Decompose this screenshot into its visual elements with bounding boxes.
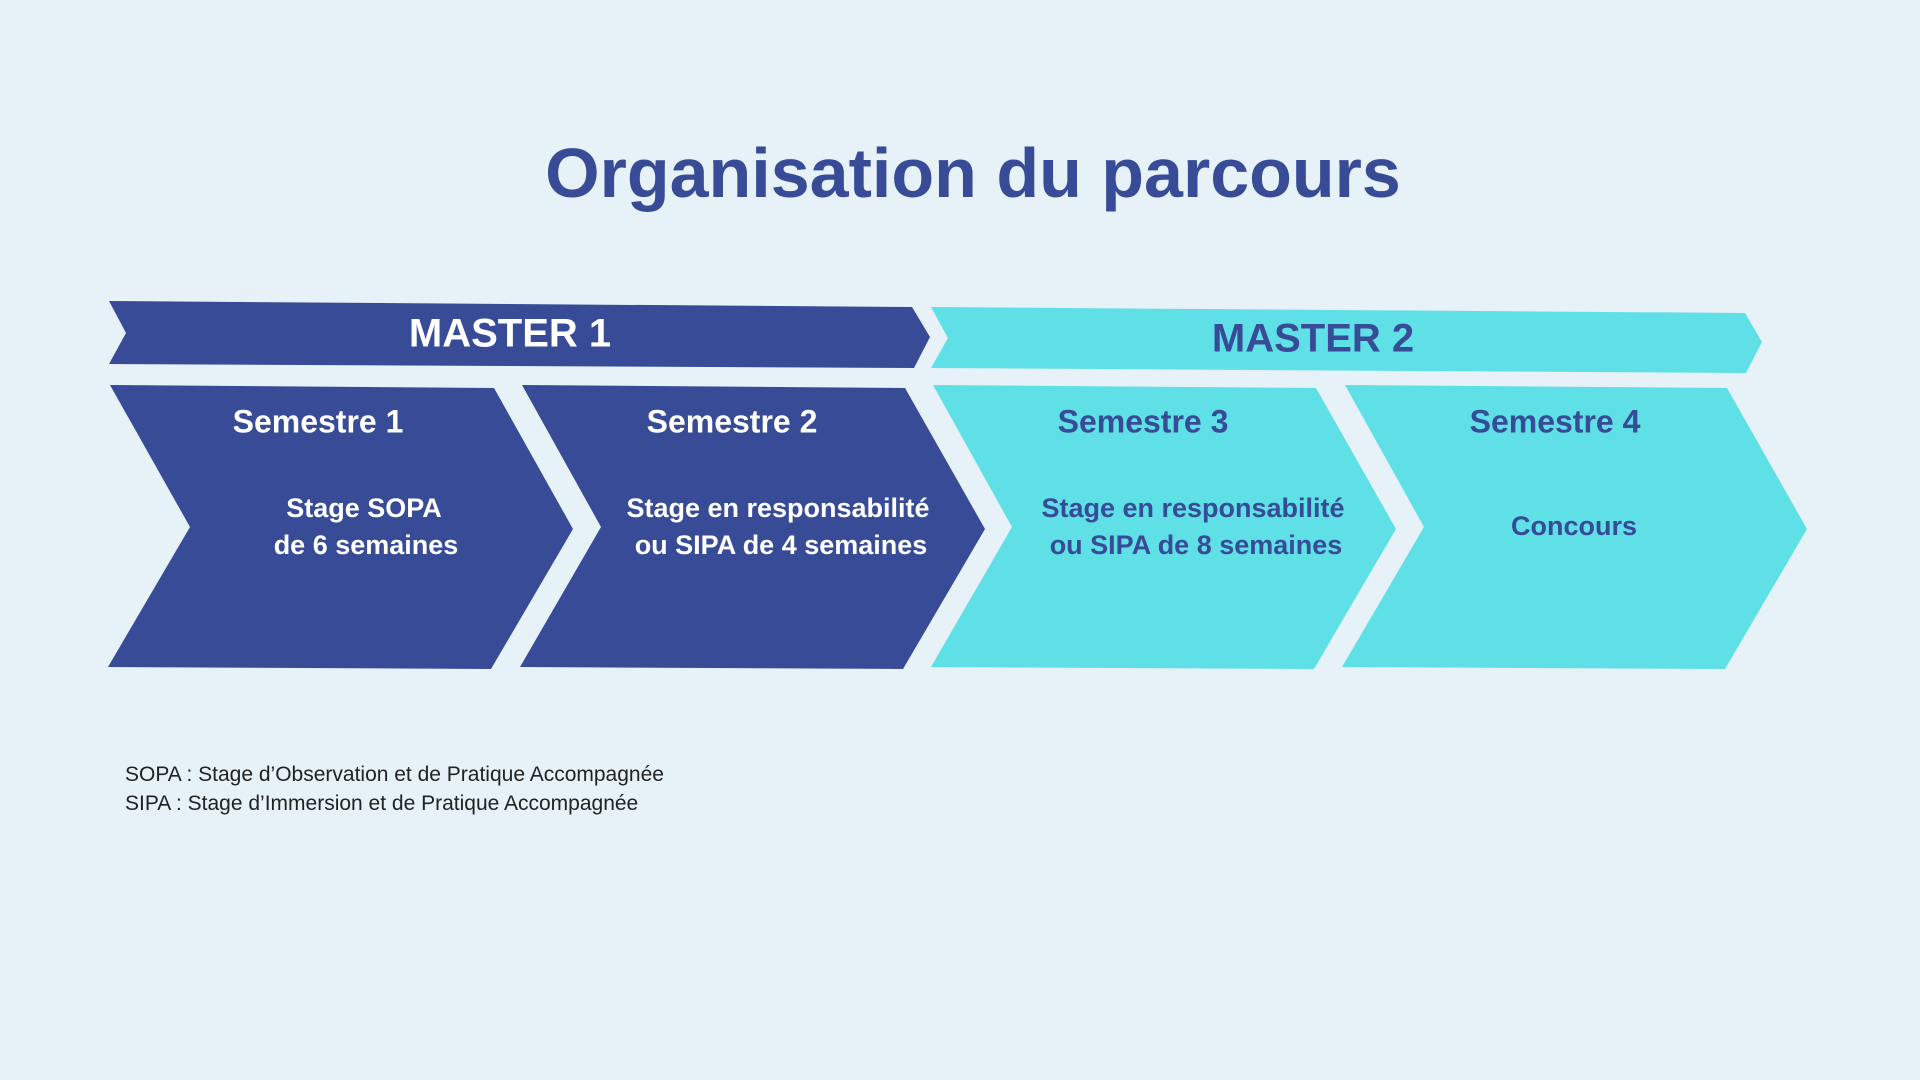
semester-3-description-line-2: ou SIPA de 8 semaines [1050,530,1343,560]
semester-3-shape [931,385,1396,669]
semester-4-shape [1342,385,1807,669]
semester-3: Semestre 3 Stage en responsabilité ou SI… [931,385,1396,669]
semester-4-description-line-1: Concours [1511,511,1637,541]
semester-4-title: Semestre 4 [1470,403,1641,439]
legend-item-sopa: SOPA : Stage d’Observation et de Pratiqu… [125,763,664,786]
banner-master-1: MASTER 1 [109,301,930,368]
semester-1-description-line-1: Stage SOPA [286,493,442,523]
semester-1-shape [108,385,573,669]
banner-master-2-shape [931,307,1762,373]
page-title: Organisation du parcours [545,134,1401,212]
banner-master-1-shape [109,301,930,368]
banner-master-1-label: MASTER 1 [409,312,611,356]
semester-2-description-line-1: Stage en responsabilité [626,493,929,523]
semester-2-description-line-2: ou SIPA de 4 semaines [635,530,928,560]
semester-2-shape [520,385,985,669]
semester-1-title: Semestre 1 [233,403,404,439]
abbreviation-legend: SOPA : Stage d’Observation et de Pratiqu… [125,760,664,818]
semester-2-title: Semestre 2 [647,403,818,439]
semester-3-description-line-1: Stage en responsabilité [1041,493,1344,523]
semester-4: Semestre 4 Concours [1342,385,1807,669]
semester-3-title: Semestre 3 [1058,403,1229,439]
semester-2: Semestre 2 Stage en responsabilité ou SI… [520,385,985,669]
semester-1-description-line-2: de 6 semaines [274,530,459,560]
banner-master-2-label: MASTER 2 [1212,317,1414,361]
legend-item-sipa: SIPA : Stage d’Immersion et de Pratique … [125,792,639,815]
banner-master-2: MASTER 2 [931,307,1762,373]
semester-1: Semestre 1 Stage SOPA de 6 semaines [108,385,573,669]
